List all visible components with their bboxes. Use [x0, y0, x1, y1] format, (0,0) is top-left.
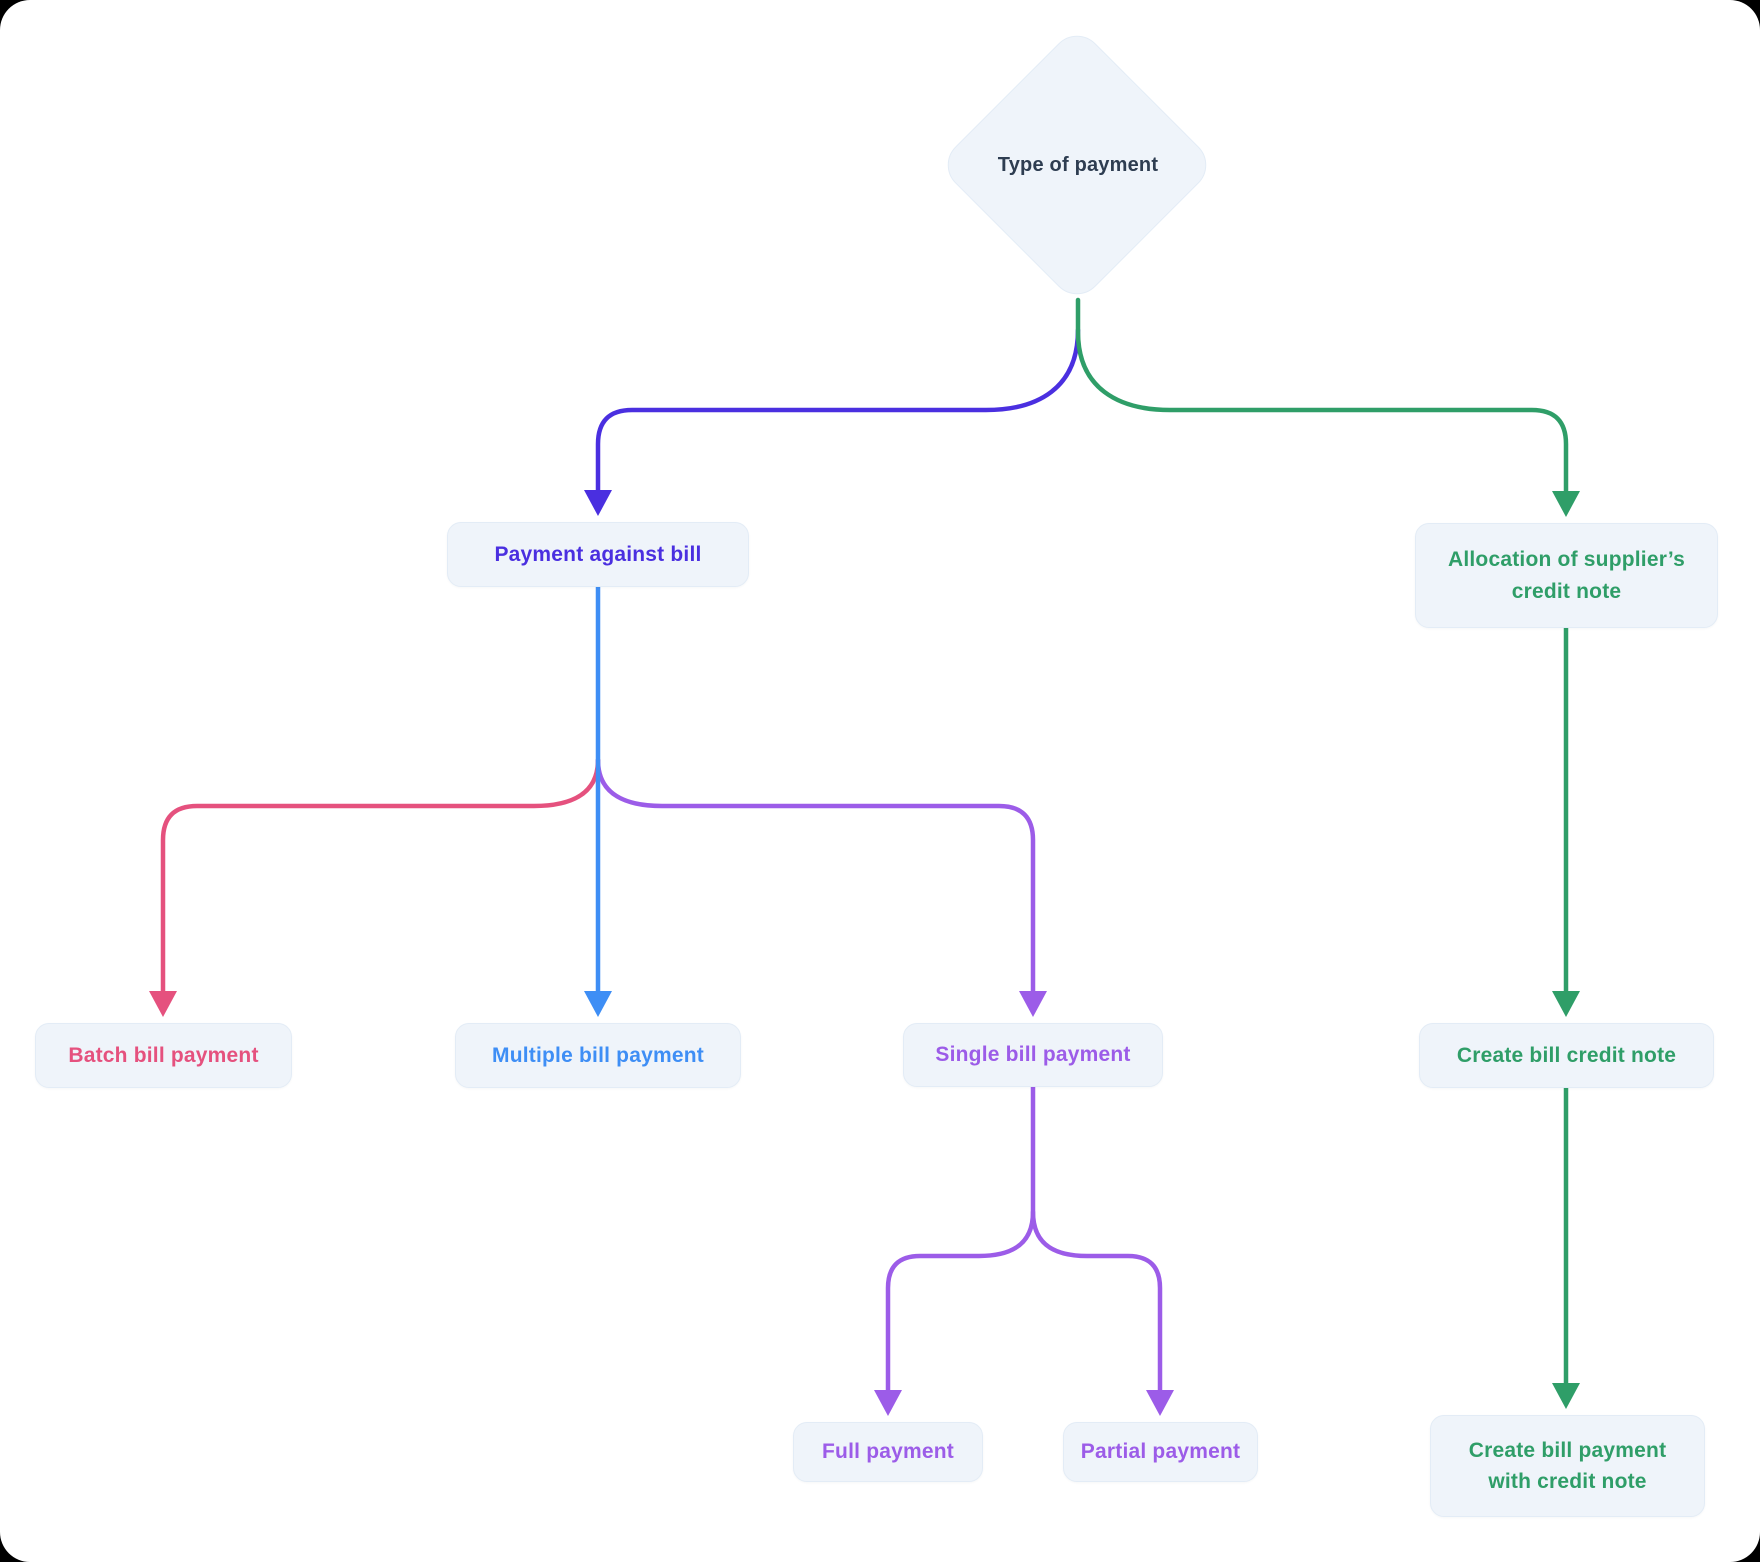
arrowhead-create-credit-note-icon — [1552, 991, 1580, 1017]
edge-diamond-to-payment-against-bill — [595, 327, 1081, 495]
arrowhead-partial-icon — [1146, 1390, 1174, 1416]
edge-payment-to-batch — [160, 757, 601, 996]
decision-type-of-payment: Type of payment — [997, 153, 1159, 176]
node-batch-bill-payment: Batch bill payment — [35, 1023, 292, 1088]
arrowhead-full-icon — [874, 1390, 902, 1416]
node-multiple-bill-payment: Multiple bill payment — [455, 1023, 741, 1088]
node-single-bill-payment: Single bill payment — [903, 1023, 1163, 1087]
node-partial-payment: Partial payment — [1063, 1422, 1258, 1482]
arrowhead-payment-against-bill-icon — [584, 490, 612, 516]
node-full-payment: Full payment — [793, 1422, 983, 1482]
arrowhead-create-payment-icon — [1552, 1383, 1580, 1409]
node-create-bill-payment-with-credit-note: Create bill payment with credit note — [1430, 1415, 1705, 1517]
node-payment-against-bill: Payment against bill — [447, 522, 749, 587]
edge-single-to-full — [885, 1084, 1036, 1395]
edge-payment-to-single — [595, 757, 1036, 996]
node-allocation-credit-note: Allocation of supplier’s credit note — [1415, 523, 1718, 628]
arrowhead-single-icon — [1019, 991, 1047, 1017]
arrowhead-multiple-icon — [584, 991, 612, 1017]
edge-diamond-to-allocation-credit-note — [1075, 297, 1569, 496]
arrowhead-batch-icon — [149, 991, 177, 1017]
edge-single-to-partial — [1030, 1209, 1163, 1395]
node-create-bill-credit-note: Create bill credit note — [1419, 1023, 1714, 1088]
arrowhead-allocation-credit-note-icon — [1552, 491, 1580, 517]
